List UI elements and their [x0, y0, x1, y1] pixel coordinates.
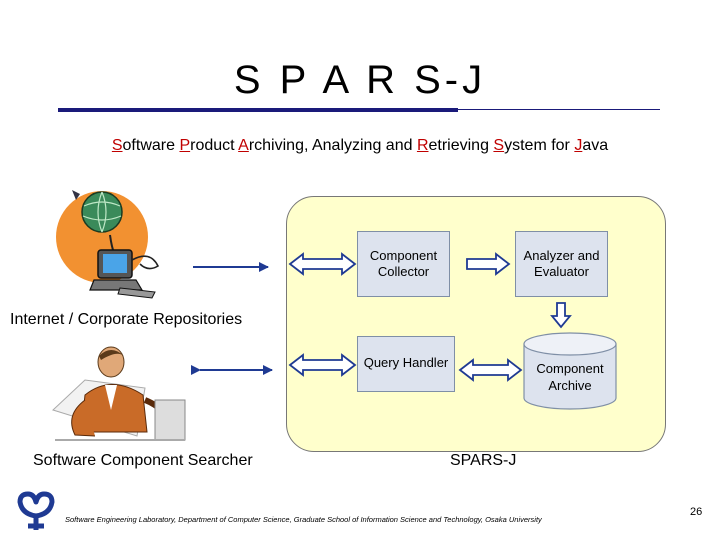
block-arrow-to-query-handler — [288, 353, 357, 377]
spars-j-label: SPARS-J — [450, 452, 517, 469]
archive-label-line2: Archive — [548, 378, 591, 393]
query-handler-box[interactable]: Query Handler — [357, 336, 455, 392]
university-logo-icon — [17, 491, 55, 530]
component-searcher-label: Software Component Searcher — [33, 452, 253, 469]
collector-label-line2: Collector — [377, 264, 430, 279]
subtitle-initial: P — [179, 137, 191, 154]
block-arrow-query-archive — [458, 358, 523, 382]
subtitle-initial: J — [574, 137, 583, 154]
globe-computer-icon — [56, 190, 160, 299]
subtitle-text: etrieving — [428, 137, 494, 154]
internet-repositories-label: Internet / Corporate Repositories — [10, 311, 243, 328]
block-arrow-to-collector — [288, 252, 357, 276]
subtitle-text: ava — [582, 137, 609, 154]
query-handler-label: Query Handler — [363, 355, 449, 370]
archive-label-line1: Component — [536, 361, 604, 376]
block-arrow-collector-to-analyzer — [466, 252, 511, 276]
subtitle-text: ystem for — [504, 137, 575, 154]
block-arrow-analyzer-to-archive — [550, 302, 572, 329]
subtitle-text: roduct — [190, 137, 239, 154]
subtitle-text: oftware — [122, 137, 180, 154]
page-number: 26 — [690, 506, 703, 518]
collector-label-line1: Component — [369, 247, 438, 263]
person-computer-icon — [52, 346, 186, 441]
subtitle-initial: S — [493, 137, 505, 154]
subtitle-initial: R — [416, 137, 429, 154]
title-underline — [58, 108, 458, 112]
analyzer-label-line2: Evaluator — [534, 264, 589, 279]
subtitle-text: rchiving, Analyzing and — [248, 137, 417, 154]
component-collector-box[interactable]: Component Collector — [357, 231, 450, 297]
component-archive-cylinder[interactable]: Component Archive — [520, 332, 620, 412]
subtitle-initial: S — [111, 137, 123, 154]
analyzer-evaluator-box[interactable]: Analyzer and Evaluator — [515, 231, 608, 297]
slide-subtitle: Software Product Archiving, Analyzing an… — [0, 137, 720, 155]
footer-affiliation: Software Engineering Laboratory, Departm… — [65, 515, 542, 524]
title-underline-thin — [458, 109, 660, 110]
subtitle-initial: A — [238, 137, 249, 154]
slide-title: S P A R S-J — [233, 58, 487, 102]
analyzer-label-line1: Analyzer and — [523, 247, 600, 263]
